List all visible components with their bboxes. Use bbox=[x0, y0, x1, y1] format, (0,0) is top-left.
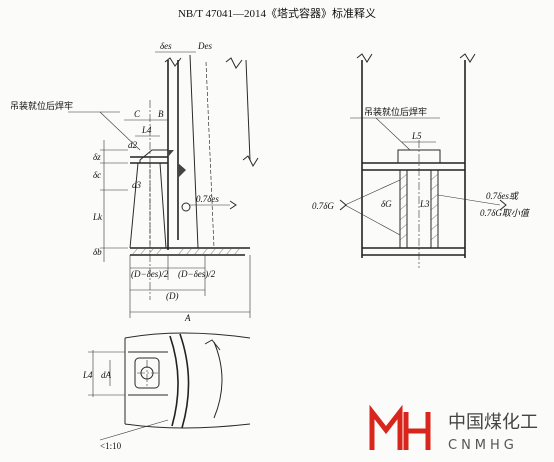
option-line1: 0.7δes或 bbox=[486, 191, 519, 201]
brand-cn: 中国煤化工 bbox=[448, 412, 538, 433]
dim-delta-c: δc bbox=[93, 170, 101, 180]
dim-A: A bbox=[184, 313, 191, 323]
dim-half-right: (D−δes)/2 bbox=[178, 269, 216, 279]
watermark-logo: 中国煤化工 CNMHG bbox=[369, 404, 538, 453]
dim-L5: L5 bbox=[411, 131, 422, 141]
left-weld-note: 吊装就位后焊牢 bbox=[10, 100, 73, 112]
right-front-view: 吊装就位后焊牢 L5 0.7δG δG L3 0.7δes或 0.7δG取小值 bbox=[312, 53, 531, 268]
dim-d2: d2 bbox=[128, 140, 138, 150]
dim-slope: <1:10 bbox=[100, 441, 122, 451]
dim-dA: dA bbox=[101, 370, 112, 380]
dim-delta-es: δes bbox=[160, 41, 172, 51]
dim-L4: L4 bbox=[141, 125, 152, 135]
dim-bottom-L4: L4 bbox=[82, 370, 93, 380]
dim-delta-G-left: 0.7δG bbox=[312, 201, 334, 211]
dim-delta-z: δz bbox=[93, 152, 101, 162]
bottom-plan-view: L4 dA <1:10 bbox=[82, 332, 251, 451]
page-header: NB/T 47041—2014《塔式容器》标准释义 bbox=[178, 6, 376, 20]
dim-delta-b: δb bbox=[93, 247, 102, 257]
logo-mark bbox=[369, 404, 431, 450]
dim-half-left: (D−δes)/2 bbox=[131, 269, 169, 279]
dim-Des: Des bbox=[197, 41, 212, 51]
dim-Lk: Lk bbox=[92, 212, 103, 222]
dim-D: (D) bbox=[166, 291, 179, 301]
dim-weld-size: 0.7δes bbox=[196, 194, 219, 204]
right-weld-note: 吊装就位后焊牢 bbox=[364, 106, 427, 118]
dim-C: C bbox=[134, 109, 141, 119]
dim-L3: L3 bbox=[419, 199, 430, 209]
option-line2: 0.7δG取小值 bbox=[480, 208, 531, 218]
dim-B: B bbox=[158, 109, 164, 119]
left-section-view: δes Des C B L4 d2 d3 δz δc Lk δb 0.7δes … bbox=[10, 41, 259, 323]
brand-en: CNMHG bbox=[448, 438, 518, 453]
dim-delta-G: δG bbox=[381, 199, 392, 209]
dim-d3: d3 bbox=[132, 180, 142, 190]
